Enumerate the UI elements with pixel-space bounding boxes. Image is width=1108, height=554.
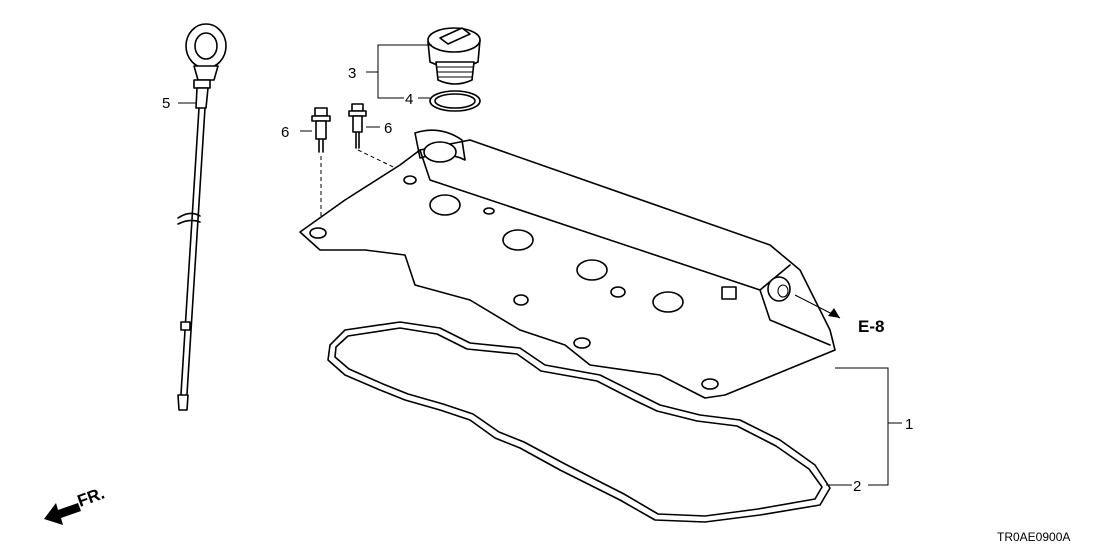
front-arrow-icon [44, 503, 81, 525]
bolt-right[interactable] [348, 103, 411, 176]
callout-2: 2 [853, 478, 861, 495]
callout-6-right: 6 [384, 120, 392, 137]
callout-4: 4 [405, 91, 413, 108]
reference-arrow-head [828, 308, 840, 318]
callout-3: 3 [348, 65, 356, 82]
front-direction-indicator: FR. [44, 484, 107, 525]
callout-6-left: 6 [281, 124, 289, 141]
callout-1: 1 [905, 416, 913, 433]
head-cover-gasket[interactable] [327, 321, 831, 523]
bolt-left[interactable] [311, 107, 331, 225]
callout-5: 5 [162, 95, 170, 112]
reference-e8-link[interactable]: E-8 [858, 317, 884, 336]
bracket-1 [835, 367, 902, 486]
cylinder-head-cover[interactable] [299, 129, 836, 399]
diagram-code: TR0AE0900A [997, 530, 1070, 544]
front-label: FR. [75, 484, 107, 511]
oil-filler-cap[interactable] [427, 27, 481, 85]
bracket-3 [366, 44, 432, 99]
oil-dipstick[interactable] [177, 23, 227, 411]
cap-seal-ring[interactable] [429, 90, 481, 112]
